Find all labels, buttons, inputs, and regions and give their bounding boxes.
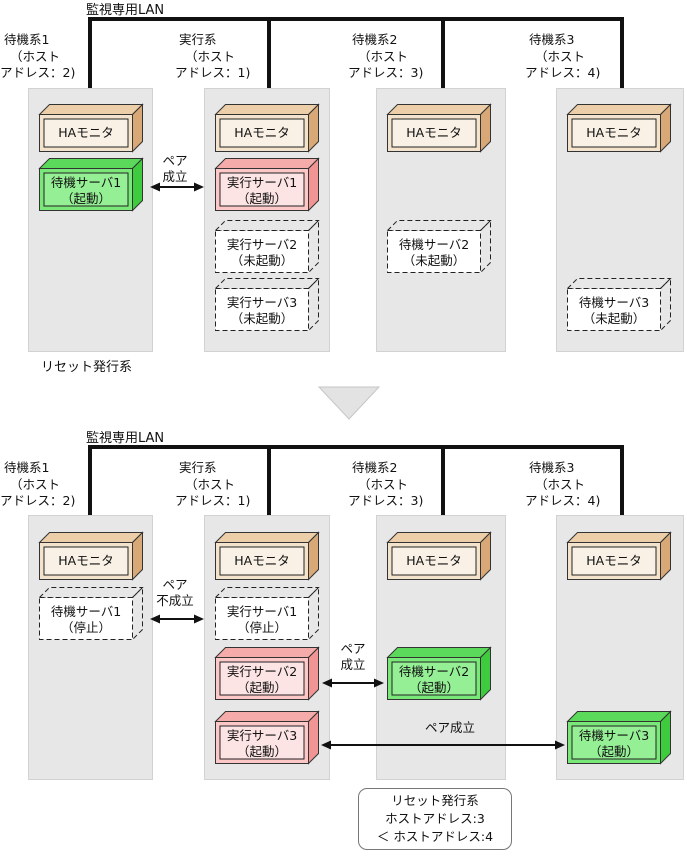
server-box-exec3: 実行サーバ3 （未起動）	[214, 277, 320, 332]
ha-monitor-label: HAモニタ	[58, 553, 113, 568]
svg-text:実行サーバ1: 実行サーバ1	[227, 604, 297, 619]
server-box-exec3: 実行サーバ3 （起動）	[214, 710, 320, 765]
svg-text:実行サーバ2: 実行サーバ2	[227, 237, 297, 252]
down-triangle-icon	[317, 386, 381, 420]
server-box-standby3: 待機サーバ3 （起動）	[566, 710, 672, 765]
ha-monitor-label: HAモニタ	[406, 125, 461, 140]
ha-monitor-label: HAモニタ	[406, 553, 461, 568]
ha-monitor-box: HAモニタ	[214, 531, 320, 581]
svg-text:待機サーバ2: 待機サーバ2	[399, 664, 469, 679]
ha-monitor-box: HAモニタ	[38, 531, 144, 581]
svg-text:（停止）: （停止）	[61, 620, 111, 635]
pair-established-arrow	[322, 678, 384, 688]
pair-established-label: ペア成立	[424, 720, 475, 735]
server-box-standby3: 待機サーバ3 （未起動）	[566, 277, 672, 332]
system-label-standby1: 待機系1 （ホスト アドレス：2)	[0, 32, 76, 80]
reset-issuer-note: リセット発行系	[41, 360, 133, 375]
pair-established-label: ペア 成立	[340, 641, 366, 672]
svg-text:（未起動）: （未起動）	[403, 253, 466, 268]
lan-drop-line	[620, 449, 624, 515]
system-label-exec: 実行系 （ホスト アドレス：1)	[175, 460, 251, 508]
server-box-standby1: 待機サーバ1 （起動）	[38, 157, 144, 212]
ha-monitor-box: HAモニタ	[214, 103, 320, 153]
svg-text:実行サーバ3: 実行サーバ3	[227, 295, 297, 310]
pair-not-established-arrow	[150, 614, 204, 624]
ha-monitor-label: HAモニタ	[234, 553, 289, 568]
svg-text:（起動）: （起動）	[237, 191, 287, 206]
server-box-standby2: 待機サーバ2 （起動）	[386, 646, 492, 701]
ha-monitor-label: HAモニタ	[58, 125, 113, 140]
reset-issuer-box: リセット発行系 ホストアドレス:3 ＜ ホストアドレス:4	[358, 788, 512, 850]
server-box-standby1: 待機サーバ1 （停止）	[38, 586, 144, 641]
svg-text:実行サーバ1: 実行サーバ1	[227, 175, 297, 190]
ha-monitor-label: HAモニタ	[234, 125, 289, 140]
server-box-standby2: 待機サーバ2 （未起動）	[386, 219, 492, 274]
svg-text:（起動）: （起動）	[409, 680, 459, 695]
system-label-exec: 実行系 （ホスト アドレス：1)	[175, 32, 251, 80]
system-label-standby2: 待機系2 （ホスト アドレス：3)	[348, 32, 424, 80]
lan-bus-line	[88, 445, 624, 449]
system-label-standby3: 待機系3 （ホスト アドレス：4)	[525, 460, 601, 508]
svg-text:待機サーバ3: 待機サーバ3	[579, 295, 649, 310]
ha-monitor-label: HAモニタ	[586, 125, 641, 140]
svg-text:（未起動）: （未起動）	[231, 311, 294, 326]
svg-text:（未起動）: （未起動）	[231, 253, 294, 268]
svg-text:待機サーバ3: 待機サーバ3	[579, 728, 649, 743]
svg-text:（停止）: （停止）	[237, 620, 287, 635]
pair-established-arrow	[150, 182, 204, 192]
svg-text:（起動）: （起動）	[61, 191, 111, 206]
server-box-exec1: 実行サーバ1 （起動）	[214, 157, 320, 212]
lan-drop-line	[267, 21, 271, 88]
ha-monitor-box: HAモニタ	[386, 103, 492, 153]
svg-text:実行サーバ2: 実行サーバ2	[227, 664, 297, 679]
lan-drop-line	[620, 21, 624, 88]
lan-drop-line	[267, 449, 271, 515]
ha-monitor-box: HAモニタ	[386, 531, 492, 581]
lan-drop-line	[441, 449, 445, 515]
system-label-standby3: 待機系3 （ホスト アドレス：4)	[525, 32, 601, 80]
lan-drop-line	[441, 21, 445, 88]
lan-bus-line	[88, 17, 624, 21]
svg-text:（起動）: （起動）	[589, 744, 639, 759]
pair-established-label: ペア 成立	[162, 153, 188, 184]
system-label-standby1: 待機系1 （ホスト アドレス：2)	[0, 460, 76, 508]
svg-text:（起動）: （起動）	[237, 680, 287, 695]
svg-text:実行サーバ3: 実行サーバ3	[227, 728, 297, 743]
lan-drop-line	[88, 21, 92, 88]
ha-monitor-box: HAモニタ	[38, 103, 144, 153]
lan-label: 監視専用LAN	[86, 431, 165, 446]
ha-monitor-box: HAモニタ	[566, 103, 672, 153]
system-label-standby2: 待機系2 （ホスト アドレス：3)	[348, 460, 424, 508]
ha-monitor-box: HAモニタ	[566, 531, 672, 581]
server-box-exec2: 実行サーバ2 （未起動）	[214, 219, 320, 274]
server-box-exec2: 実行サーバ2 （起動）	[214, 646, 320, 701]
server-box-exec1: 実行サーバ1 （停止）	[214, 586, 320, 641]
svg-text:（起動）: （起動）	[237, 744, 287, 759]
lan-label: 監視専用LAN	[86, 3, 165, 18]
lan-drop-line	[88, 449, 92, 515]
pair-not-established-label: ペア 不成立	[156, 577, 194, 608]
svg-text:待機サーバ1: 待機サーバ1	[51, 175, 121, 190]
ha-monitor-label: HAモニタ	[586, 553, 641, 568]
svg-text:（未起動）: （未起動）	[583, 311, 646, 326]
svg-text:待機サーバ1: 待機サーバ1	[51, 604, 121, 619]
svg-text:待機サーバ2: 待機サーバ2	[399, 237, 469, 252]
pair-established-arrow-long	[321, 740, 565, 750]
